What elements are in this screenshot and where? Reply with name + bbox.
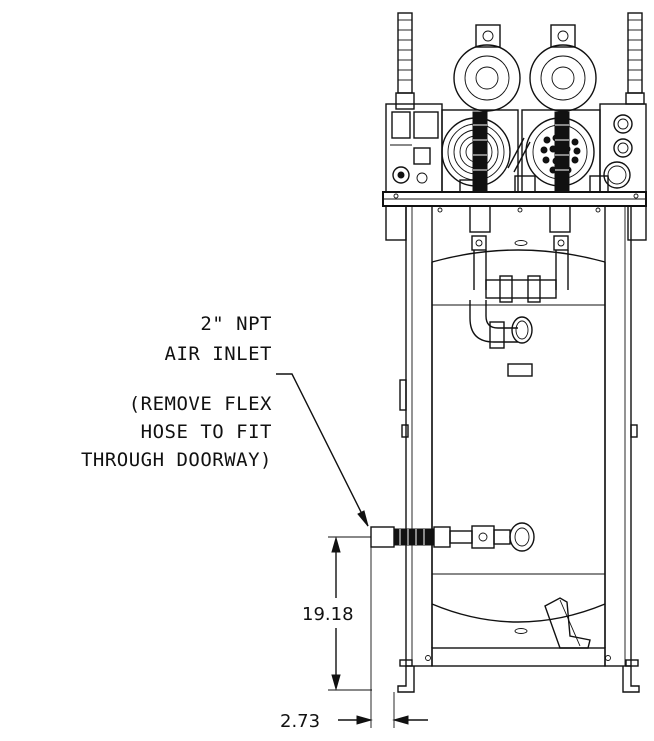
air-inlet-callout: 2" NPT AIR INLET (REMOVE FLEX HOSE TO FI…: [81, 313, 272, 471]
vertical-dimension-value: 19.18: [302, 604, 354, 625]
callout-line-1: 2" NPT: [200, 313, 272, 335]
horizontal-dimension-value: 2.73: [280, 711, 320, 732]
control-panel-right: [599, 103, 647, 193]
callout-line-5: THROUGH DOORWAY): [81, 449, 272, 471]
vent-stacks: [395, 12, 645, 110]
horizontal-dimension: 2.73: [280, 540, 428, 732]
compressor-heads: [441, 24, 609, 193]
callout-line-4: HOSE TO FIT: [141, 421, 272, 443]
callout-line-2: AIR INLET: [165, 343, 272, 365]
callout-line-3: (REMOVE FLEX: [129, 393, 272, 415]
outlet-piping: [469, 205, 571, 349]
frame: [382, 191, 647, 693]
air-inlet-assembly: [370, 522, 535, 552]
callout-leader: [276, 373, 369, 527]
control-panel-left: [385, 103, 443, 193]
air-tank: [431, 240, 606, 649]
vertical-dimension: 19.18: [302, 536, 372, 691]
